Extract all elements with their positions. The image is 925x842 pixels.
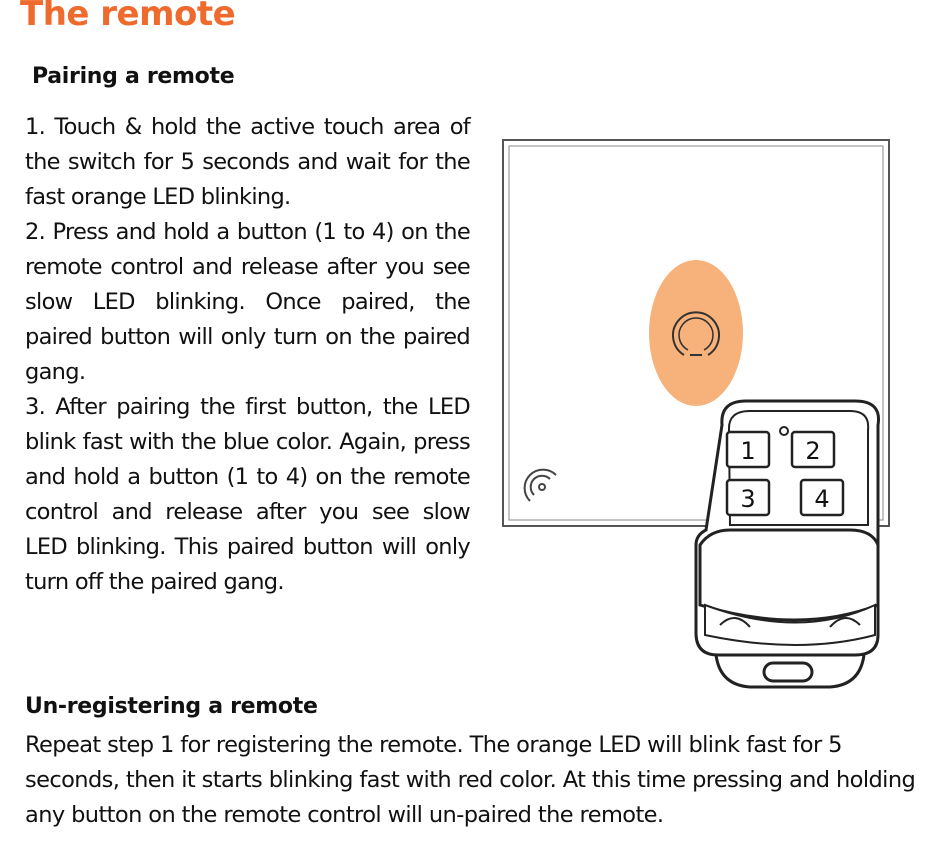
remote-button-3: 3: [725, 478, 771, 517]
pairing-steps: 1. Touch & hold the active touch area of…: [25, 110, 471, 600]
step-3-text: 3. After pairing the first button, the L…: [25, 394, 471, 595]
remote-control-icon: 1 2 3 4: [694, 399, 881, 689]
remote-button-1-label: 1: [740, 437, 755, 465]
step-1-text: 1. Touch & hold the active touch area of…: [25, 114, 471, 210]
remote-button-4-label: 4: [814, 485, 829, 513]
remote-button-4: 4: [799, 478, 845, 517]
remote-button-1: 1: [725, 430, 771, 469]
remote-button-2: 2: [790, 430, 836, 469]
wireless-signal-icon: [523, 468, 557, 502]
step-2-text: 2. Press and hold a button (1 to 4) on t…: [25, 219, 471, 385]
remote-button-3-label: 3: [740, 485, 755, 513]
pairing-heading: Pairing a remote: [32, 64, 235, 89]
page-title: The remote: [20, 0, 236, 34]
remote-button-2-label: 2: [805, 437, 820, 465]
unregistering-heading: Un-registering a remote: [25, 694, 318, 719]
unregistering-text: Repeat step 1 for registering the remote…: [25, 732, 916, 828]
switch-and-remote-illustration: 1 2 3 4: [502, 139, 890, 689]
touch-area-icon: [649, 260, 743, 406]
